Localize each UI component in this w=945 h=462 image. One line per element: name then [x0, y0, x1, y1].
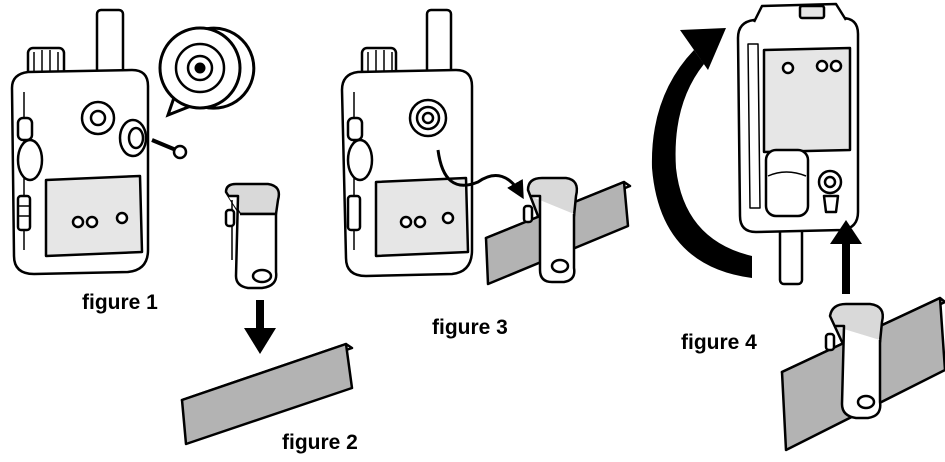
down-arrow-icon	[244, 300, 276, 354]
caption-figure-2: figure 2	[282, 431, 358, 454]
figure-3-illustration	[340, 8, 632, 286]
up-arrow-icon	[830, 220, 862, 294]
curved-rotate-arrow-icon	[651, 28, 752, 278]
screw	[151, 138, 188, 160]
figure-4-illustration	[651, 2, 945, 452]
zoom-callout-icon	[158, 26, 256, 118]
caption-figure-3: figure 3	[432, 316, 508, 339]
belt-clip	[224, 182, 281, 290]
curved-attach-arrow-icon	[436, 149, 524, 200]
figure-2-illustration	[180, 182, 354, 446]
caption-figure-4: figure 4	[681, 331, 757, 354]
caption-figure-1: figure 1	[82, 291, 158, 314]
belt-strip	[180, 342, 354, 446]
figure-1-illustration	[10, 8, 188, 276]
